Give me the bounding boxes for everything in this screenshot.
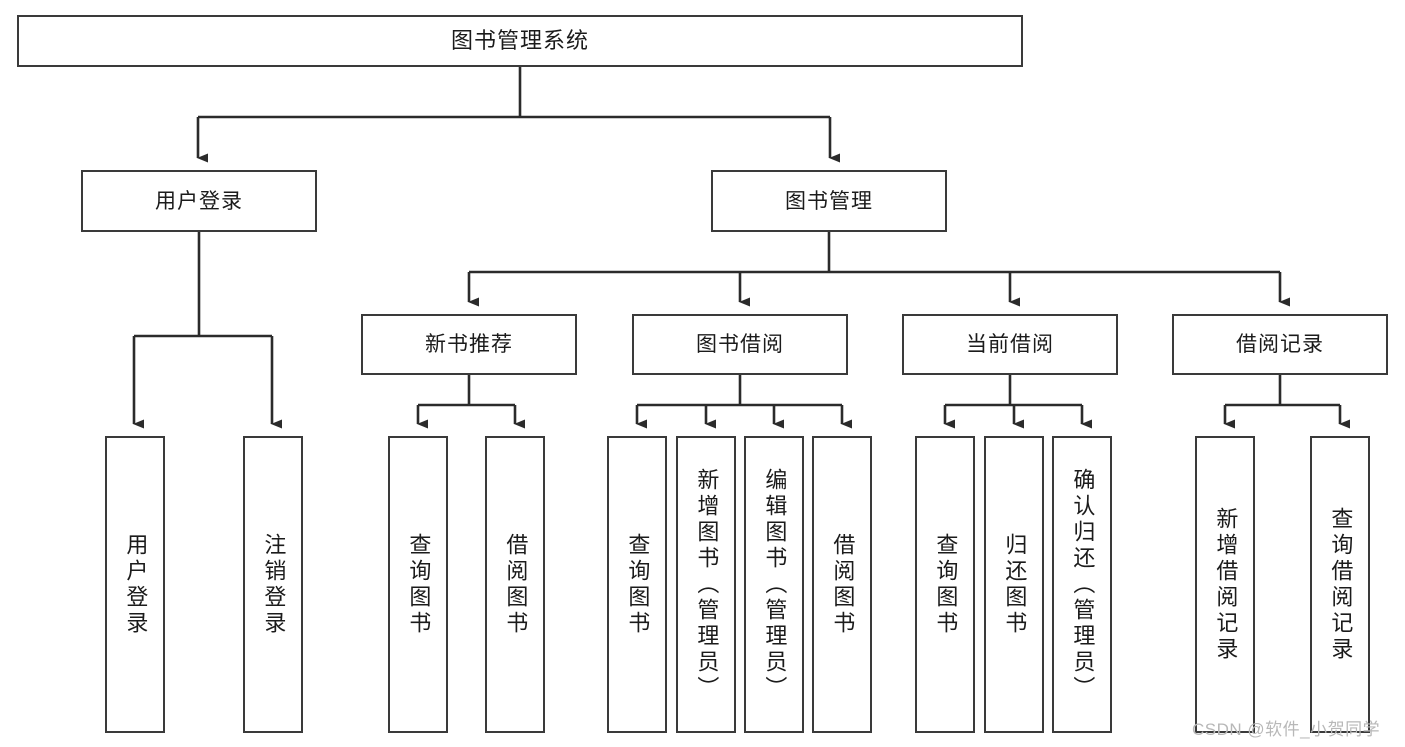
- node-leaf-query-book-1-label: 查询图书: [406, 532, 432, 637]
- node-book-management-label: 图书管理: [785, 189, 873, 213]
- node-leaf-query-book-2-label: 查询图书: [625, 532, 651, 637]
- node-book-borrow-label: 图书借阅: [696, 333, 784, 356]
- node-leaf-logout[interactable]: 注销登录: [243, 436, 303, 733]
- node-leaf-user-login-label: 用户登录: [123, 532, 149, 637]
- node-borrow-record[interactable]: 借阅记录: [1172, 314, 1388, 375]
- node-user-login[interactable]: 用户登录: [81, 170, 317, 232]
- node-new-book-recommend-label: 新书推荐: [425, 333, 513, 356]
- node-leaf-query-record-label: 查询借阅记录: [1328, 506, 1354, 663]
- node-leaf-add-book[interactable]: 新增图书（管理员）: [676, 436, 736, 733]
- node-book-borrow[interactable]: 图书借阅: [632, 314, 848, 375]
- node-leaf-confirm-return[interactable]: 确认归还（管理员）: [1052, 436, 1112, 733]
- node-leaf-logout-label: 注销登录: [261, 532, 287, 637]
- node-leaf-borrow-book-1[interactable]: 借阅图书: [485, 436, 545, 733]
- node-leaf-return-book[interactable]: 归还图书: [984, 436, 1044, 733]
- node-leaf-borrow-book-1-label: 借阅图书: [503, 532, 529, 637]
- node-leaf-query-book-3[interactable]: 查询图书: [915, 436, 975, 733]
- node-leaf-query-book-3-label: 查询图书: [933, 532, 959, 637]
- node-borrow-record-label: 借阅记录: [1236, 333, 1324, 356]
- node-current-borrow[interactable]: 当前借阅: [902, 314, 1118, 375]
- node-leaf-add-record-label: 新增借阅记录: [1213, 506, 1239, 663]
- node-current-borrow-label: 当前借阅: [966, 333, 1054, 356]
- node-leaf-edit-book-label: 编辑图书（管理员）: [762, 467, 788, 702]
- node-book-management[interactable]: 图书管理: [711, 170, 947, 232]
- node-leaf-add-record[interactable]: 新增借阅记录: [1195, 436, 1255, 733]
- node-leaf-borrow-book-2[interactable]: 借阅图书: [812, 436, 872, 733]
- node-leaf-query-book-2[interactable]: 查询图书: [607, 436, 667, 733]
- node-leaf-query-record[interactable]: 查询借阅记录: [1310, 436, 1370, 733]
- node-leaf-edit-book[interactable]: 编辑图书（管理员）: [744, 436, 804, 733]
- node-leaf-return-book-label: 归还图书: [1002, 532, 1028, 637]
- node-root-label: 图书管理系统: [450, 28, 589, 53]
- node-root-system[interactable]: 图书管理系统: [17, 15, 1023, 67]
- node-user-login-label: 用户登录: [155, 189, 243, 213]
- node-leaf-user-login[interactable]: 用户登录: [105, 436, 165, 733]
- node-new-book-recommend[interactable]: 新书推荐: [361, 314, 577, 375]
- node-leaf-confirm-return-label: 确认归还（管理员）: [1070, 467, 1096, 702]
- node-leaf-borrow-book-2-label: 借阅图书: [830, 532, 856, 637]
- node-leaf-query-book-1[interactable]: 查询图书: [388, 436, 448, 733]
- node-leaf-add-book-label: 新增图书（管理员）: [694, 467, 720, 702]
